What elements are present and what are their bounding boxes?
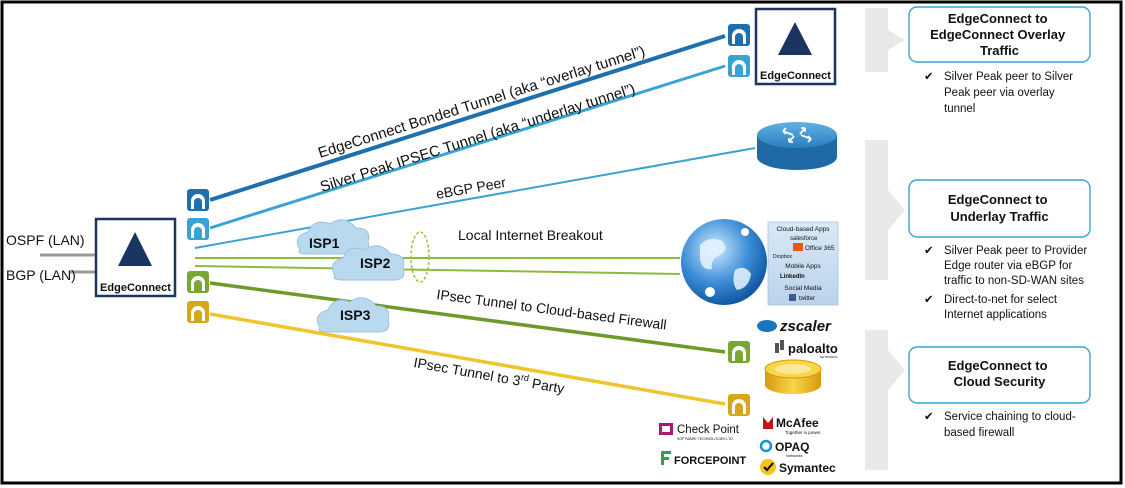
panel-overlay-title: EdgeConnect to EdgeConnect Overlay Traff… [930, 11, 1069, 58]
panel-underlay-check-icon-2: ✔ [924, 294, 934, 306]
cloud-firewall-tunnel-line [209, 281, 726, 354]
panel-overlay: EdgeConnect to EdgeConnect Overlay Traff… [908, 6, 1091, 115]
ospf-lan-label: OSPF (LAN) [6, 232, 85, 248]
tunnel-icon-underlay-left [187, 218, 209, 240]
twitter-label: twitter [799, 296, 815, 302]
tunnel-icon-overlay-left [187, 189, 209, 211]
panel-overlay-bullet-1: Silver Peak peer to Silver Peak peer via… [944, 71, 1076, 115]
breakout-label: Local Internet Breakout [458, 227, 603, 243]
isp3-label: ISP3 [340, 307, 371, 323]
opaq-label: OPAQ [775, 440, 809, 454]
dropbox-label: Dropbox [773, 254, 792, 260]
tunnel-icon-overlay-right [728, 24, 750, 46]
mcafee-logo: McAfee Together is power. [763, 416, 822, 435]
panel-underlay-check-icon-1: ✔ [924, 245, 934, 257]
panel-overlay-check-icon: ✔ [924, 71, 934, 83]
panel-security-check-icon: ✔ [924, 411, 934, 423]
edgeconnect-appliance-left: EdgeConnect [94, 217, 177, 298]
checkpoint-label: Check Point [677, 424, 740, 436]
tunnel-icon-yellow-left [187, 301, 209, 323]
internet-globe-icon [681, 219, 767, 305]
tunnel-icon-yellow-right [728, 394, 750, 416]
panel-underlay-bullet-2: Direct-to-net for select Internet applic… [944, 294, 1060, 321]
ebgp-peer-line [194, 147, 756, 249]
mobile-apps-label: Mobile Apps [785, 263, 821, 270]
bgp-lan-label: BGP (LAN) [6, 267, 76, 283]
panel-security-bullet-1: Service chaining to cloud- based firewal… [944, 411, 1079, 439]
isp1-label: ISP1 [309, 235, 340, 251]
panel-security-title: EdgeConnect to Cloud Security [948, 358, 1051, 389]
tunnel-icon-green-left [187, 271, 209, 293]
paloalto-label: paloalto [788, 341, 838, 356]
cloud-firewall-cylinder-icon [764, 359, 822, 394]
office-icon [793, 243, 803, 251]
facebook-icon [789, 294, 796, 301]
isp1-cloud: ISP1 [296, 219, 370, 255]
paloalto-logo: paloalto NETWORKS [775, 340, 838, 359]
symantec-logo: Symantec [760, 459, 836, 475]
chevron-security [865, 330, 905, 470]
opaq-sub-label: Networks [786, 453, 803, 458]
checkpoint-sub-label: SOFTWARE TECHNOLOGIES LTD. [677, 437, 734, 441]
zscaler-label: zscaler [779, 318, 832, 335]
social-media-label: Social Media [784, 285, 822, 292]
cloud-apps-title: Cloud-based Apps [776, 226, 830, 233]
cloud-apps-panel: Cloud-based Apps salesforce Office 365 D… [767, 221, 839, 306]
zscaler-logo: zscaler [757, 318, 832, 335]
edgeconnect-appliance-remote: EdgeConnect [754, 7, 837, 86]
isp3-cloud: ISP3 [316, 297, 390, 333]
paloalto-sub-label: NETWORKS [820, 355, 837, 359]
checkpoint-logo: Check Point SOFTWARE TECHNOLOGIES LTD. [659, 423, 740, 441]
office365-label: Office 365 [805, 245, 835, 252]
forcepoint-logo: FORCEPOINT [661, 451, 746, 467]
panel-underlay-bullet-1: Silver Peak peer to Provider Edge router… [944, 245, 1090, 287]
isp2-label: ISP2 [360, 255, 391, 271]
mcafee-label: McAfee [776, 416, 819, 430]
linkedin-label: LinkedIn [780, 274, 805, 280]
breakout-ellipse [410, 231, 430, 283]
symantec-label: Symantec [779, 461, 836, 475]
chevron-overlay [865, 8, 905, 72]
overlay-tunnel-line [209, 34, 726, 202]
panel-underlay: EdgeConnect to Underlay Traffic ✔ Silver… [908, 179, 1091, 321]
third-party-tunnel-line [209, 312, 726, 406]
tunnel-icon-underlay-right [728, 55, 750, 77]
edgeconnect-left-label: EdgeConnect [100, 282, 171, 294]
opaq-logo: OPAQ Networks [759, 439, 809, 458]
router-icon [757, 122, 837, 170]
isp2-cloud: ISP2 [331, 245, 405, 281]
panel-security: EdgeConnect to Cloud Security ✔ Service … [908, 346, 1091, 439]
salesforce-label: salesforce [790, 236, 818, 242]
mcafee-sub-label: Together is power. [785, 430, 822, 435]
breakout-line-2 [194, 265, 681, 275]
underlay-tunnel-line [209, 64, 726, 230]
tunnel-icon-green-right [728, 341, 750, 363]
chevron-underlay [865, 140, 905, 280]
edgeconnect-logo-icon [118, 232, 152, 266]
forcepoint-label: FORCEPOINT [674, 455, 746, 467]
panel-underlay-title: EdgeConnect to Underlay Traffic [948, 192, 1051, 224]
edgeconnect-remote-label: EdgeConnect [760, 70, 831, 82]
edgeconnect-remote-logo-icon [778, 22, 812, 55]
